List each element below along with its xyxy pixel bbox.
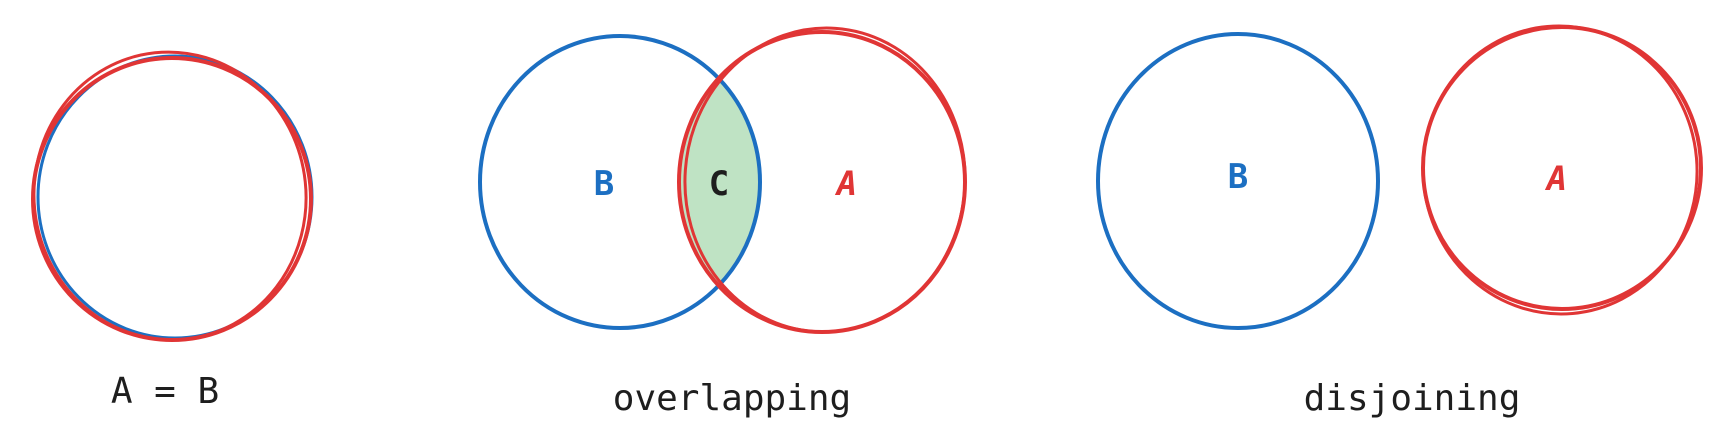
panel-equal: A = B — [31, 50, 314, 412]
label-b-disjoint: B — [1228, 157, 1248, 197]
circle-b-overlap — [478, 34, 762, 330]
circle-b-disjoint — [1096, 32, 1380, 330]
panel-overlapping: B C A overlapping — [478, 26, 967, 419]
label-b-overlap: B — [594, 164, 614, 204]
caption-equal: A = B — [111, 371, 219, 412]
label-a-disjoint: A — [1545, 159, 1567, 199]
caption-disjoining: disjoining — [1304, 378, 1521, 419]
panel-disjoining: B A disjoining — [1096, 24, 1703, 419]
circle-a-disjoint-sketch — [1421, 24, 1699, 316]
circle-a-overlap-sketch — [683, 26, 967, 334]
label-a-overlap: A — [835, 164, 857, 204]
caption-overlapping: overlapping — [613, 378, 851, 419]
circle-a-equal-sketch — [32, 50, 308, 342]
label-c-overlap: C — [709, 164, 729, 204]
